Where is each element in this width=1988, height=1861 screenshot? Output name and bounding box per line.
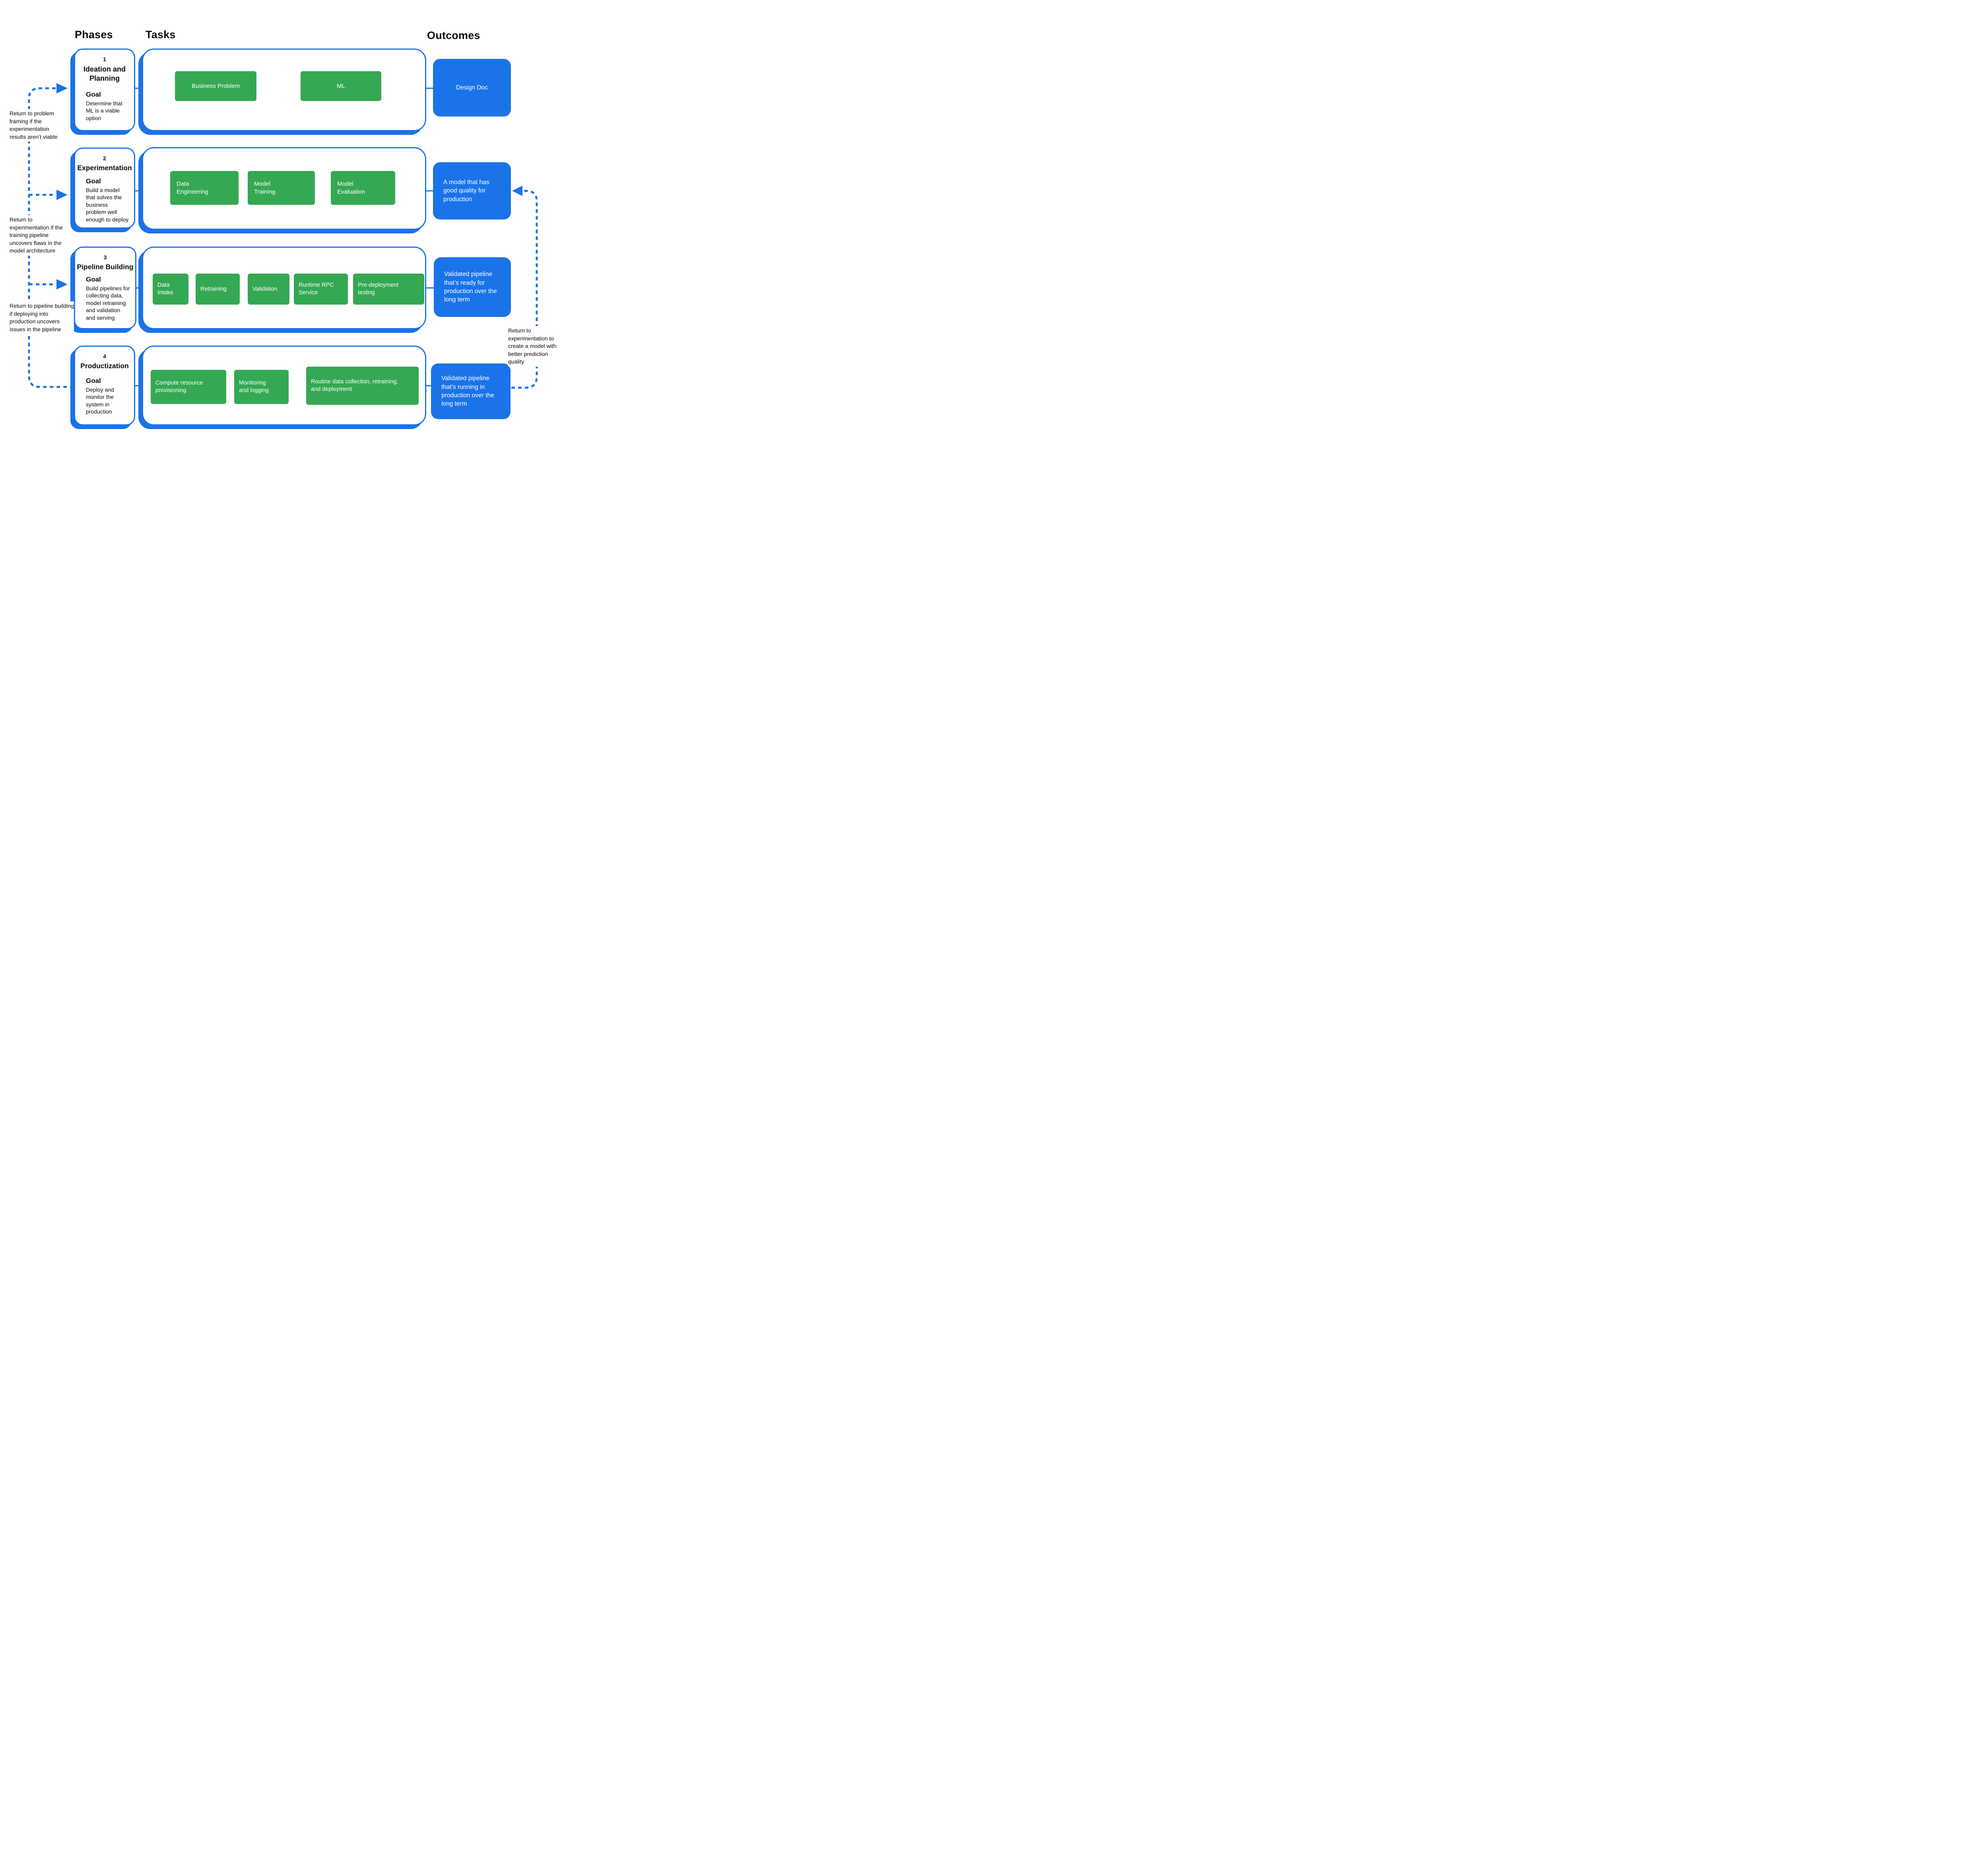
task-box: Data Intake — [153, 274, 188, 305]
annotation-return-to-pipeline-building: Return to pipeline building if deploying… — [10, 301, 74, 334]
phase-number: 2 — [103, 155, 106, 161]
task-label: Compute resource provisioning — [155, 380, 203, 394]
row-connector-lines — [134, 87, 436, 387]
phase-title: Pipeline Building — [77, 263, 134, 271]
task-box: Data Engineering — [170, 171, 239, 205]
column-header-phases: Phases — [75, 29, 113, 41]
task-box: Runtime RPC Service — [294, 274, 348, 305]
outcome-box: Validated pipeline that’s running in pro… — [431, 363, 511, 419]
goal-text: Determine that ML is a viable option — [86, 100, 122, 121]
task-label: Model Training — [254, 181, 276, 195]
phase-title: Experimentation — [77, 164, 132, 172]
task-box: Pre-deployment testing — [353, 274, 424, 305]
phase-card-ideation: 1 Ideation and Planning Goal Determine t… — [74, 49, 135, 131]
goal-text: Build pipelines for collecting data, mod… — [86, 285, 130, 321]
goal-text: Deploy and monitor the system in product… — [86, 386, 114, 415]
goal-label: Goal — [86, 377, 101, 385]
task-label: Pre-deployment testing — [358, 282, 399, 296]
return-arrow-icon — [56, 279, 68, 289]
goal-text: Build a model that solves the business p… — [86, 186, 129, 223]
outcome-label: Validated pipeline that’s ready for prod… — [444, 271, 497, 303]
annotation-return-for-better-quality: Return to experimentation to create a mo… — [508, 326, 563, 367]
phase-card-productization: 4 Productization Goal Deploy and monitor… — [74, 346, 135, 425]
task-box: Model Training — [248, 171, 315, 205]
return-arrow-icon — [56, 190, 68, 200]
phase-title: Productization — [80, 362, 129, 370]
task-box: Compute resource provisioning — [151, 370, 226, 404]
outcome-label: Design Doc — [456, 84, 488, 91]
task-box: Routine data collection, retraining, and… — [306, 367, 419, 405]
outcome-label: A model that has good quality for produc… — [443, 179, 489, 203]
return-arrow-icon — [56, 83, 68, 93]
task-box: Business Problem — [175, 71, 256, 101]
phase-card-pipeline-building: 3 Pipeline Building Goal Build pipelines… — [74, 247, 136, 329]
task-label: Monitoring and logging — [239, 380, 269, 394]
task-label: Data Engineering — [177, 181, 209, 195]
task-label: Model Evaluation — [337, 181, 365, 195]
mlops-diagram: Phases Tasks Outcomes 1 Ideation and Pla… — [0, 0, 564, 465]
task-label: Validation — [252, 286, 278, 292]
outcome-box: Design Doc — [433, 59, 511, 117]
outcome-box: A model that has good quality for produc… — [433, 162, 511, 220]
task-label: Routine data collection, retraining, and… — [311, 379, 398, 392]
phase-title: Ideation and Planning — [83, 65, 126, 82]
task-label: Runtime RPC Service — [299, 282, 334, 296]
goal-label: Goal — [86, 177, 101, 185]
task-box: Model Evaluation — [331, 171, 395, 205]
goal-label: Goal — [86, 91, 101, 98]
outcome-box: Validated pipeline that’s ready for prod… — [434, 257, 511, 317]
task-box: Monitoring and logging — [234, 370, 289, 404]
phase-number: 4 — [103, 353, 106, 359]
annotation-return-to-experimentation: Return to experimentation if the trainin… — [10, 215, 69, 256]
phase-number: 3 — [103, 254, 107, 260]
column-header-tasks: Tasks — [146, 29, 176, 41]
task-label: Business Problem — [192, 82, 240, 89]
phase-number: 1 — [103, 56, 106, 62]
task-label: Data Intake — [157, 282, 173, 296]
phase-card-experimentation: 2 Experimentation Goal Build a model tha… — [74, 148, 135, 229]
goal-label: Goal — [86, 275, 101, 283]
return-arrow-icon — [512, 186, 522, 196]
outcome-label: Validated pipeline that’s running in pro… — [441, 375, 494, 408]
task-box: Validation — [248, 274, 289, 305]
task-box: ML — [301, 71, 381, 101]
task-box: Retraining — [196, 274, 240, 305]
task-label: Retraining — [200, 286, 227, 292]
task-label: ML — [337, 82, 345, 89]
annotation-return-to-problem-framing: Return to problem framing if the experim… — [10, 109, 60, 142]
column-header-outcomes: Outcomes — [427, 29, 480, 41]
